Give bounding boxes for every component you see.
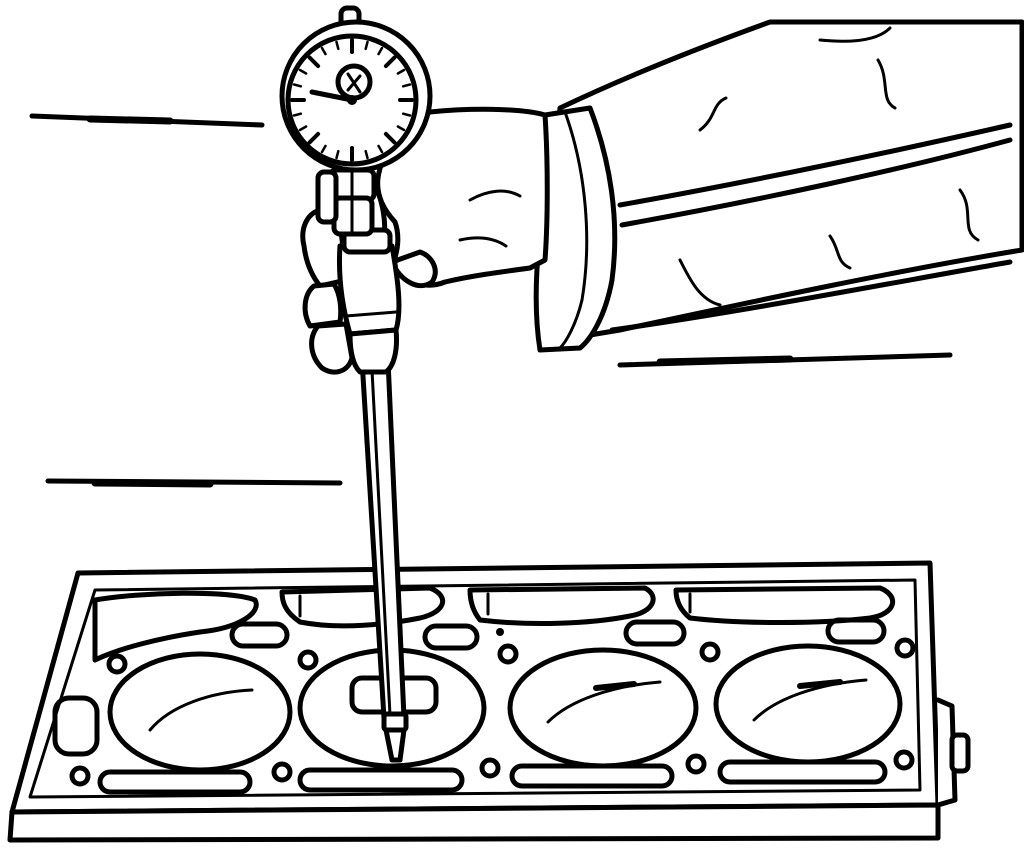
bore-highlight [148,688,254,732]
bolt-hole-1 [106,653,128,675]
knuckle-line-1 [468,189,522,202]
sleeve-fold-4 [958,188,980,242]
block-inner-perimeter [28,578,922,799]
horizon-line-lower-left-accent [91,479,214,488]
dial-major-tick [383,131,397,145]
dial-minor-tick [292,83,303,88]
background-lines [29,113,953,488]
water-jacket-3 [467,585,656,626]
sleeve-fold-3 [698,96,728,132]
dial-minor-tick [364,149,369,160]
bolt-hole-3 [497,643,519,665]
bolt-hole-5 [894,637,916,659]
dial-minor-tick [364,40,369,51]
dial-minor-tick [298,125,308,132]
sleeve-seam-upper [617,122,1013,208]
slot-passage-1 [229,621,290,649]
handle-band [344,310,398,318]
slot-passage-2 [422,623,480,651]
bore-rim [507,647,699,769]
dial-minor-tick [298,68,308,75]
arm-sleeve [548,19,1024,343]
bolt-hole-4 [699,641,721,663]
gauge-rod-shading [370,368,392,717]
cylinder-bore-3 [507,647,699,769]
dial-minor-tick [401,112,412,117]
dial-indicator [279,5,433,173]
bolt-hole-2 [297,649,319,671]
dial-minor-tick [320,46,327,56]
block-front-face [7,802,941,843]
water-jacket-1 [92,590,259,663]
bore-highlight-accent [797,679,843,689]
fingertip-front [389,249,438,289]
sleeve-outline [548,19,1024,343]
dial-counter-marks [346,72,362,94]
sleeve-fold-1 [818,26,892,43]
dial-minor-tick [377,46,384,56]
slot-passage-4 [825,617,887,645]
handle-body [337,243,402,337]
dial-major-tick [307,55,321,69]
dial-minor-tick [396,125,406,132]
bolt-hole-8 [479,757,501,779]
dial-pivot [347,95,357,105]
gauge-measuring-tip [383,727,407,763]
bolt-hole-10 [893,749,915,771]
block-end-plug [949,732,971,774]
cylinder-block [7,560,971,843]
dial-needle [309,89,355,103]
bore-rim [713,643,903,765]
cylinder-bore-1 [107,651,293,773]
sleeve-seam-bottom [609,259,1013,333]
finger-3 [309,321,355,375]
horizon-line-upper-left-accent [86,115,174,125]
dial-minor-tick [320,144,327,154]
dial-major-tick [383,55,397,69]
lower-slot-2 [297,767,465,793]
knuckle-line-2 [458,236,508,248]
gauge-handle [337,227,402,375]
bore-highlight-accent [593,681,637,691]
slot-passage-3 [623,619,687,647]
finger-2 [302,281,344,329]
dial-minor-tick [335,40,340,51]
bolt-hole-9 [685,753,707,775]
sleeve-fold-2 [876,58,897,110]
dial-minor-tick [335,149,340,160]
dial-minor-tick [292,112,303,117]
bolt-hole-6 [69,765,91,787]
dial-major-tick [307,131,321,145]
water-jacket-2 [279,585,446,629]
sleeve-seam-lower [619,137,1013,228]
sleeve-fold-5 [678,258,722,307]
lower-slot-1 [97,769,253,795]
oil-passage-left [52,695,100,757]
handle-lower-taper [347,327,399,375]
bore-highlight [752,678,868,722]
dial-minor-tick [401,83,412,88]
horizon-line-right-accent [656,355,794,366]
dial-stem [315,167,377,237]
cylinder-bore-4 [713,643,903,765]
bolt-hole-7 [271,761,293,783]
dial-scale-ticks [290,38,414,162]
water-jacket-4 [673,585,896,625]
bore-rim [107,651,293,773]
stem-side-screw [315,169,339,225]
dial-minor-tick [396,68,406,75]
cuff-inner-line [558,110,589,350]
bore-highlight [546,680,662,724]
sleeve-fold-6 [828,234,852,270]
dial-minor-tick [377,144,384,154]
dowel-dot [496,628,504,636]
